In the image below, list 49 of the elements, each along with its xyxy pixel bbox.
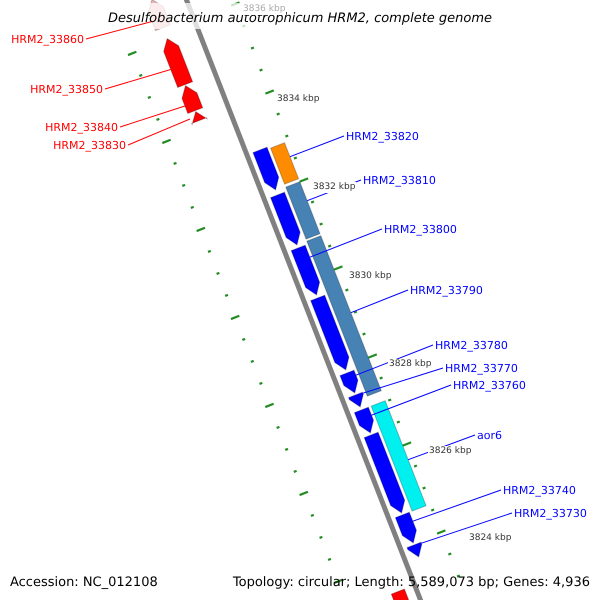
leader-line (120, 106, 186, 128)
scale-label: 3826 kbp (428, 446, 472, 456)
leader-line (128, 118, 190, 146)
leader-line (420, 512, 512, 544)
gene-feature (252, 146, 280, 191)
scale-label: 3828 kbp (388, 358, 432, 370)
leader-line (290, 136, 344, 158)
gene-label: HRM2_33810 (363, 174, 436, 186)
leader-line (412, 490, 502, 522)
leader-line (355, 344, 434, 376)
leader-line (86, 21, 152, 40)
gene-feature (163, 38, 194, 88)
scale-label: 3834 kbp (276, 94, 320, 104)
gene-label: HRM2_33740 (503, 484, 576, 496)
gene-feature (270, 192, 301, 246)
footer-text: Accession: NC_012108 (10, 576, 158, 588)
leader-line (104, 69, 172, 90)
gene-label: HRM2_33790 (410, 284, 483, 296)
gene-label: HRM2_33840 (45, 122, 118, 132)
scale-label: 3836 kbp (242, 4, 286, 14)
gene-feature (290, 244, 320, 296)
gene-label: HRM2_33820 (346, 130, 419, 142)
gene-label: aor6 (477, 430, 502, 440)
leader-line (362, 368, 444, 394)
gene-feature (348, 392, 364, 408)
scale-label: 3824 kbp (468, 532, 512, 544)
title: Desulfobacterium autotrophicum HRM2, complete genome (106, 12, 494, 24)
gene-label: HRM2_33730 (514, 508, 587, 518)
gene-feature (191, 110, 208, 126)
gene-feature (406, 542, 422, 558)
scale-label: 3830 kbp (348, 270, 392, 282)
gene-label: HRM2_33780 (435, 340, 508, 350)
gene-label: HRM2_33770 (445, 362, 518, 374)
gene-label: HRM2_33760 (453, 380, 526, 390)
scale-label: 3832 kbp (312, 182, 356, 192)
footer-text: Topology: circular; Length: 5,589,073 bp; Genes: 4,936 (232, 576, 590, 588)
gene-bar (270, 142, 300, 185)
leader-line (350, 290, 408, 314)
gene-feature (364, 432, 406, 514)
gene-bar (370, 400, 427, 512)
gene-feature (310, 294, 350, 371)
gene-feature (394, 512, 417, 544)
gene-label: HRM2_33860 (11, 34, 84, 44)
gene-label: HRM2_33850 (30, 84, 103, 94)
gene-label: HRM2_33830 (53, 140, 126, 150)
leader-line (309, 228, 382, 258)
leader-line (371, 384, 452, 416)
gene-label: HRM2_33800 (384, 224, 457, 234)
gene-feature (339, 370, 358, 394)
